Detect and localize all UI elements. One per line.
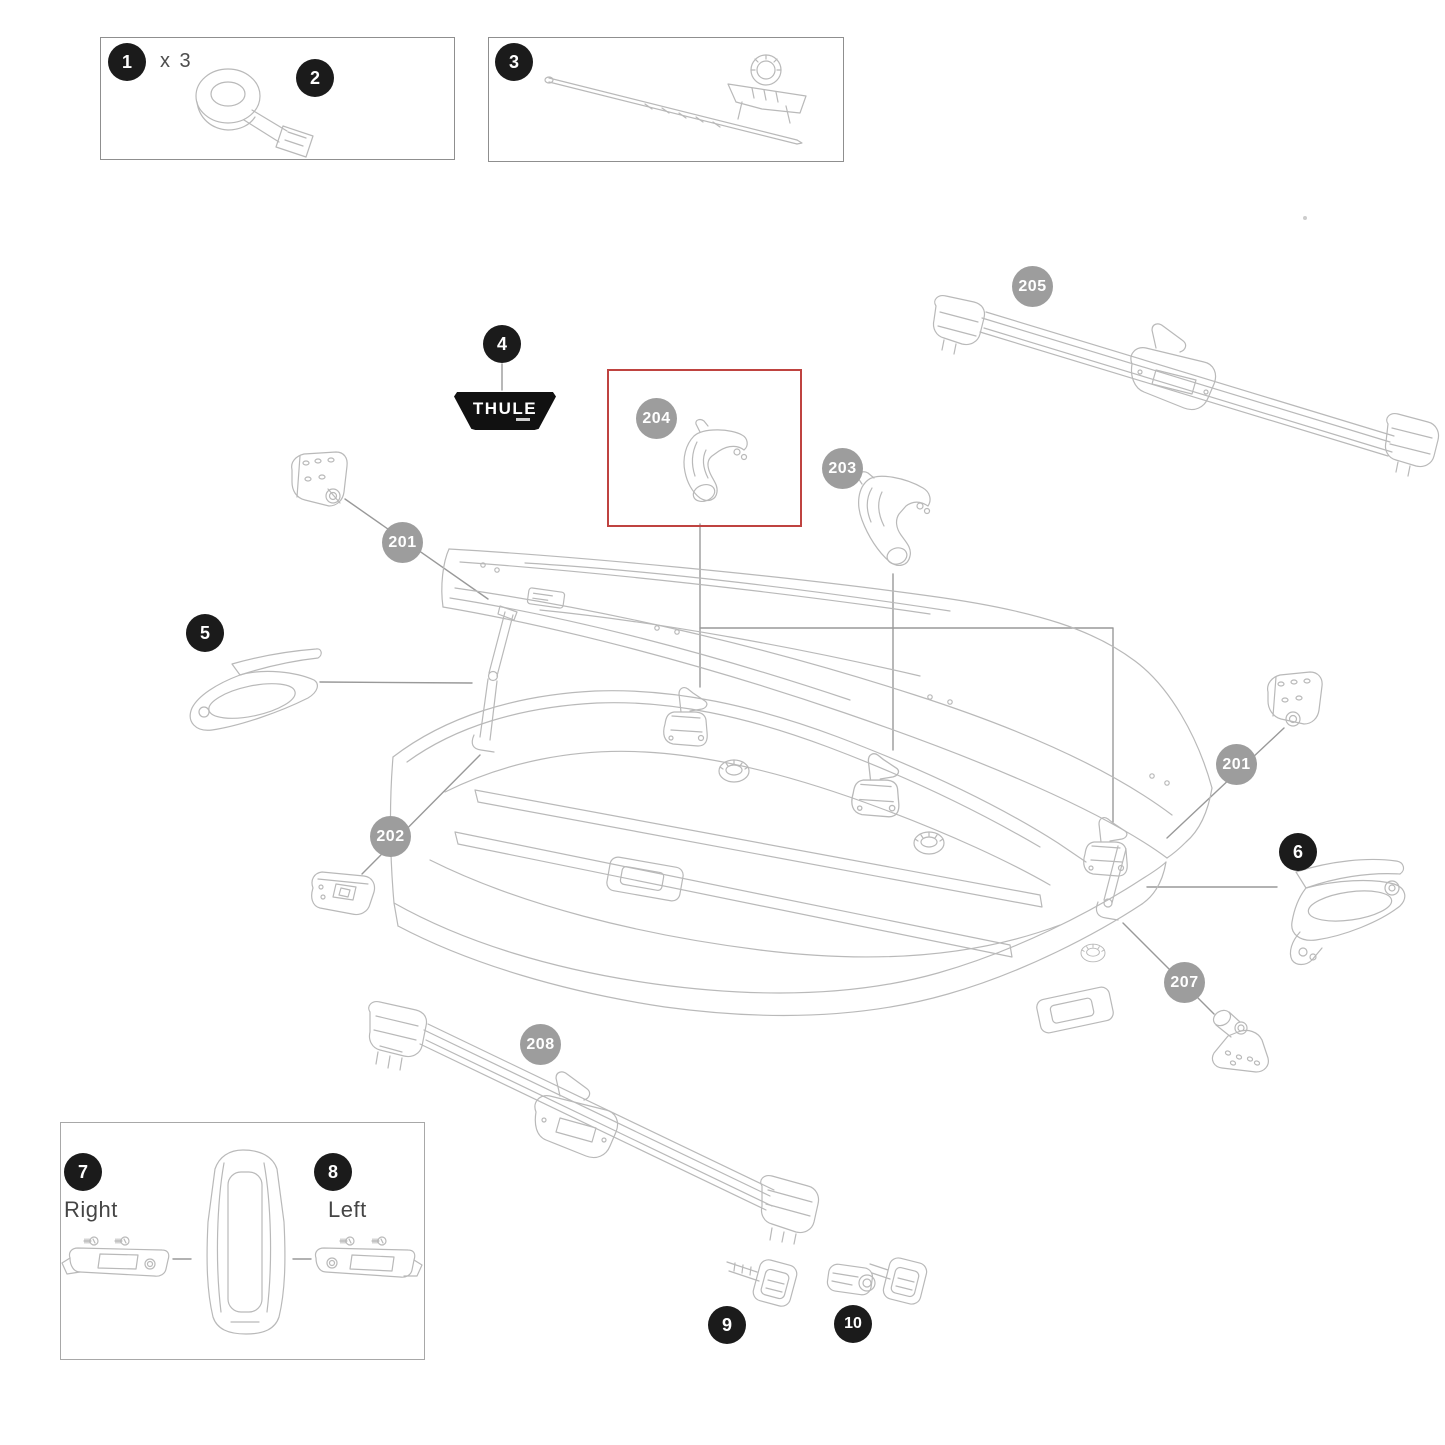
ref-badge-208: 208 [520, 1024, 561, 1065]
ref-badge-202: 202 [370, 816, 411, 857]
kit-box-tensioner [488, 37, 844, 162]
lid-sticker [526, 587, 566, 609]
mounting-bracket-201-right-drawing [1267, 671, 1323, 727]
tensioner-rod-drawing [544, 54, 807, 145]
ref-badge-203: 203 [822, 448, 863, 489]
callout-9: 9 [708, 1306, 746, 1344]
slider-plate-202-drawing [311, 871, 376, 916]
callout-3: 3 [495, 43, 533, 81]
lock-plate-left-drawing [314, 1236, 423, 1278]
claw-bracket-204-drawing [683, 418, 748, 503]
callout-5: 5 [186, 614, 224, 652]
ref-badge-201-right: 201 [1216, 744, 1257, 785]
quantity-label: x 3 [160, 50, 193, 72]
callout-8: 8 [314, 1153, 352, 1191]
ref-badge-201-left: 201 [382, 522, 423, 563]
ref-badge-207: 207 [1164, 962, 1205, 1003]
callout-1: 1 [108, 43, 146, 81]
mounting-bracket-207-drawing [1211, 1009, 1269, 1073]
callout-6: 6 [1279, 833, 1317, 871]
lock-cylinder-key-10-drawing [826, 1257, 928, 1305]
highlighted-part-box-204 [607, 369, 802, 527]
hook-bracket-203-drawing [857, 471, 931, 566]
thule-logo-badge: THULE [454, 392, 556, 430]
thule-logo-text: THULE [472, 399, 538, 418]
lock-plate-right-drawing [61, 1236, 170, 1277]
callout-7: 7 [64, 1153, 102, 1191]
callout-2: 2 [296, 59, 334, 97]
roofbox-top-view-drawing [206, 1149, 286, 1335]
ref-badge-204: 204 [636, 398, 677, 439]
callout-10: 10 [834, 1305, 872, 1343]
rail-205-drawing [932, 295, 1440, 477]
roofbox-main-drawing [389, 548, 1213, 1034]
lid-lifter-left-drawing [189, 648, 322, 731]
left-side-label: Left [328, 1197, 367, 1222]
callout-4: 4 [483, 325, 521, 363]
strap-part-drawing [195, 68, 314, 158]
stray-mark [1303, 216, 1307, 220]
thule-logo-submark [516, 418, 530, 421]
lid-lifter-right-drawing [1289, 858, 1406, 966]
right-side-label: Right [64, 1197, 118, 1222]
kit-box-straps [100, 37, 455, 160]
ref-badge-205: 205 [1012, 266, 1053, 307]
key-9-drawing [726, 1259, 798, 1307]
kit-box-locks [60, 1122, 425, 1360]
mounting-bracket-201-left-drawing [291, 451, 348, 507]
rail-208-drawing [368, 1001, 820, 1245]
